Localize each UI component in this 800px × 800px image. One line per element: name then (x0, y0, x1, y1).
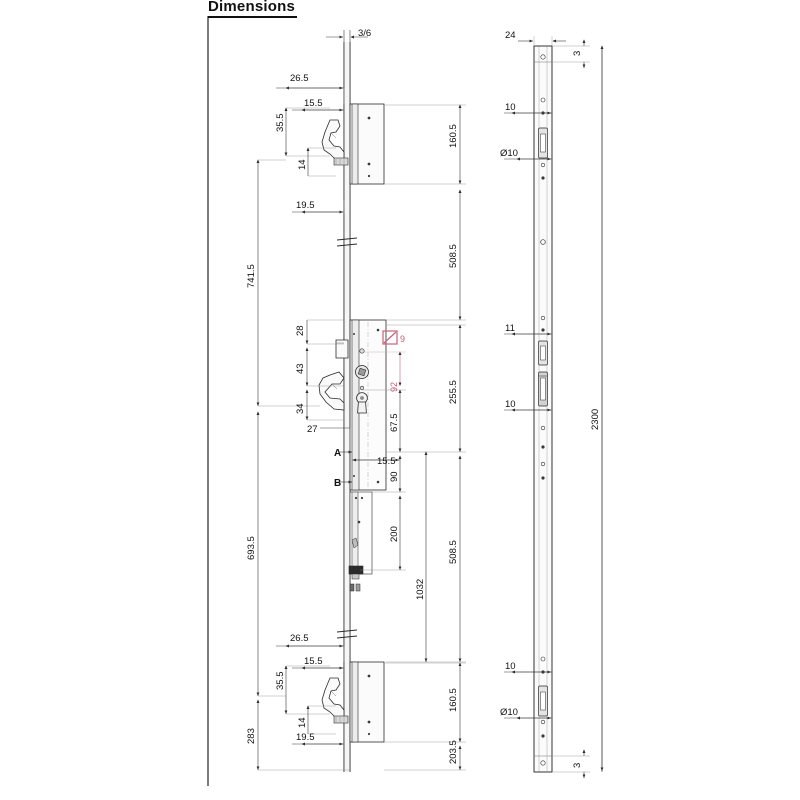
dim-centre-508-5-upper (386, 189, 466, 321)
dim-text-lock-67-5: 67.5 (389, 414, 400, 433)
lower-gearbox-detail (348, 491, 373, 592)
dim-text-chain-693-5: 693.5 (246, 536, 257, 560)
dim-text-upper-15-5: 15.5 (304, 98, 323, 109)
dim-lower-14 (306, 705, 336, 735)
central-lock-case (318, 319, 387, 491)
dim-text-side-dia10-bottom: Ø10 (500, 707, 518, 718)
dim-lock-43 (305, 347, 344, 387)
dim-text-lock-15-5: 15.5 (377, 456, 396, 467)
label-a: A (334, 448, 341, 459)
upper-hook-assembly (321, 103, 385, 185)
title-bracket-vertical (207, 16, 209, 786)
dim-chain-283 (256, 699, 350, 771)
dim-top-thickness (326, 30, 368, 42)
lower-hook-assembly (321, 661, 385, 743)
dim-chain-741-5 (256, 159, 320, 407)
dim-lower-160-5 (384, 662, 466, 743)
dim-upper-26-5 (276, 86, 345, 104)
dim-side-3-bottom (552, 749, 590, 778)
dim-text-upper-35-5: 35.5 (275, 114, 286, 133)
dim-text-upper-14: 14 (297, 159, 308, 170)
euro-cylinder-profile (356, 392, 368, 414)
dim-text-lock-28: 28 (295, 325, 306, 336)
dim-text-lower-15-5: 15.5 (304, 656, 323, 667)
dim-side-24 (518, 36, 566, 46)
label-b: B (334, 478, 341, 489)
dim-upper-160-5 (384, 104, 466, 185)
dim-text-lower-14: 14 (297, 717, 308, 728)
dim-text-spindle-9: 9 (400, 334, 405, 344)
dim-text-upper-19-5: 19.5 (296, 200, 315, 211)
dim-text-upper-26-5: 26.5 (290, 73, 309, 84)
page-title: Dimensions (208, 0, 298, 18)
dim-lock-92 (362, 351, 406, 386)
dim-text-side-3-bottom: 3 (572, 763, 583, 768)
dim-text-lower-19-5: 19.5 (296, 732, 315, 743)
dim-text-lock-200: 200 (389, 526, 400, 542)
dim-text-side-10-bottom: 10 (505, 661, 516, 672)
dim-text-side-2300: 2300 (590, 409, 601, 430)
side-slot-mid-upper (538, 340, 548, 366)
dim-text-side-10-mid: 10 (505, 399, 516, 410)
dim-text-top-thickness: 3/6 (358, 28, 371, 39)
dimension-text-layer: 3/6 26.5 15.5 35.5 14 19.5 160.5 741.5 6… (246, 28, 601, 768)
front-view-rail (343, 42, 351, 772)
side-view-faceplate (533, 45, 553, 773)
dim-text-lock-92: 92 (389, 382, 399, 392)
dim-text-lock-90: 90 (389, 471, 400, 482)
dim-lock-28 (305, 319, 344, 345)
dim-text-side-3-top: 3 (572, 51, 583, 56)
dim-lock-200 (360, 495, 406, 571)
side-slot-lower (538, 685, 548, 717)
dim-text-chain-741-5: 741.5 (246, 264, 257, 288)
dim-text-side-11: 11 (505, 323, 515, 334)
dim-text-chain-283: 283 (246, 728, 257, 744)
dim-text-side-24: 24 (505, 30, 516, 41)
dim-text-lower-160-5: 160.5 (448, 688, 459, 712)
dim-lock-34 (305, 389, 344, 421)
dim-text-255-5: 255.5 (448, 380, 459, 404)
dim-lower-203-5 (384, 745, 466, 771)
square-spindle-icon (382, 330, 398, 345)
dim-text-lock-43: 43 (295, 363, 306, 374)
dim-lower-26-5 (276, 644, 345, 662)
side-slot-mid-lower (538, 371, 548, 407)
dim-text-508-5-lower: 508.5 (448, 540, 459, 564)
dim-side-3-top (552, 39, 590, 68)
dim-text-upper-160-5: 160.5 (448, 124, 459, 148)
dim-text-lower-35-5: 35.5 (275, 672, 286, 691)
dim-text-508-5-upper: 508.5 (448, 244, 459, 268)
dim-chain-693-5 (256, 411, 286, 697)
dim-text-lock-27: 27 (307, 424, 318, 435)
rail-break-symbol-upper (336, 237, 358, 247)
dim-lock-90 (352, 455, 406, 493)
dim-lock-27 (320, 427, 351, 452)
side-slot-upper (538, 127, 548, 159)
dim-text-side-dia10-top: Ø10 (500, 148, 518, 159)
dim-text-side-10-top: 10 (505, 102, 516, 113)
dim-upper-19-5 (292, 200, 345, 214)
dim-text-lock-34: 34 (295, 403, 306, 414)
dim-text-lower-26-5: 26.5 (290, 633, 309, 644)
dim-lock-67-5 (362, 389, 406, 452)
dim-text-203-5: 203.5 (448, 740, 459, 764)
rail-break-symbol-lower (336, 629, 358, 639)
dim-text-1032: 1032 (415, 579, 426, 600)
dim-upper-14 (306, 147, 336, 177)
